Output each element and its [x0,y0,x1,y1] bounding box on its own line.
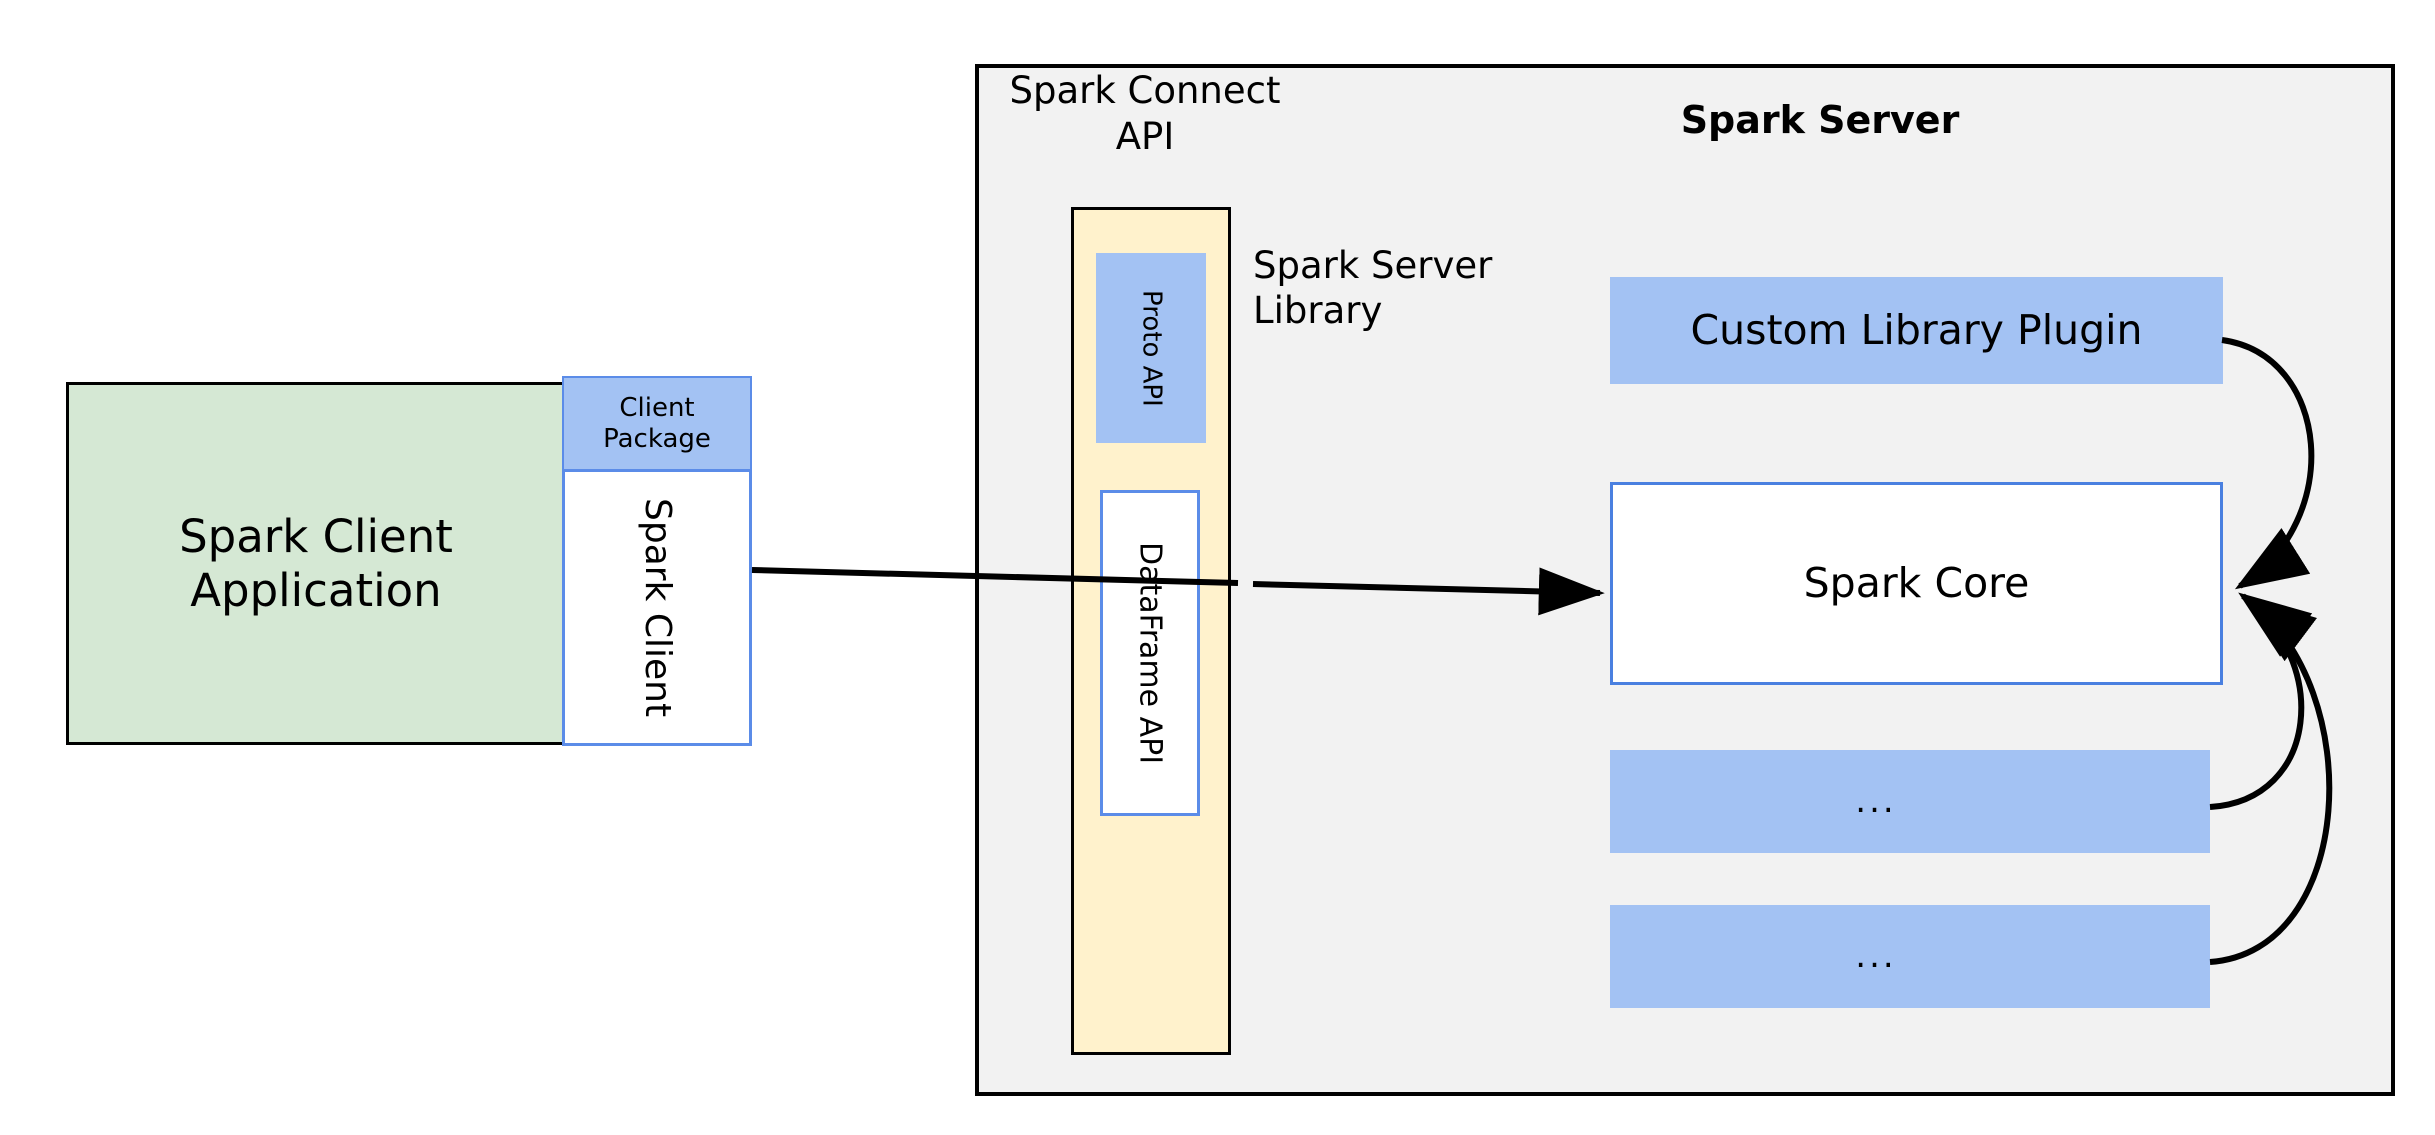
spark-client-application-line2: Application [190,563,442,617]
spark-server-title: Spark Server [1680,98,1960,142]
dataframe-api-box[interactable]: DataFrame API [1100,490,1200,816]
spark-client-box[interactable]: Spark Client [562,469,752,746]
spark-core-label: Spark Core [1803,559,2030,608]
spark-server-library-label: Spark Server Library [1253,243,1553,333]
dataframe-api-label: DataFrame API [1132,541,1168,765]
spark-connect-api-label-line2: API [1115,115,1175,159]
placeholder-component-label-1: ... [1855,781,1897,822]
client-package-label: Client Package [603,393,711,454]
spark-connect-api-label: Spark Connect API [1000,68,1290,161]
client-package-line2: Package [603,423,711,454]
proto-api-label: Proto API [1136,289,1167,407]
spark-server-library-line2: Library [1253,289,1383,333]
custom-library-plugin-label: Custom Library Plugin [1690,306,2143,355]
spark-client-application-line1: Spark Client [179,510,453,564]
placeholder-component-box-2[interactable]: ... [1610,905,2210,1008]
placeholder-component-box-1[interactable]: ... [1610,750,2210,853]
spark-client-application-label: Spark Client Application [179,510,453,616]
client-package-line1: Client [619,392,695,423]
spark-client-label: Spark Client [637,497,679,718]
proto-api-box[interactable]: Proto API [1096,253,1206,443]
placeholder-component-label-2: ... [1855,936,1897,977]
spark-connect-api-label-line1: Spark Connect [1009,69,1281,112]
custom-library-plugin-box[interactable]: Custom Library Plugin [1610,277,2223,384]
spark-client-application-box[interactable]: Spark Client Application [66,382,566,745]
spark-server-library-line1: Spark Server [1253,244,1493,287]
spark-core-box[interactable]: Spark Core [1610,482,2223,685]
client-package-box[interactable]: Client Package [562,376,752,469]
